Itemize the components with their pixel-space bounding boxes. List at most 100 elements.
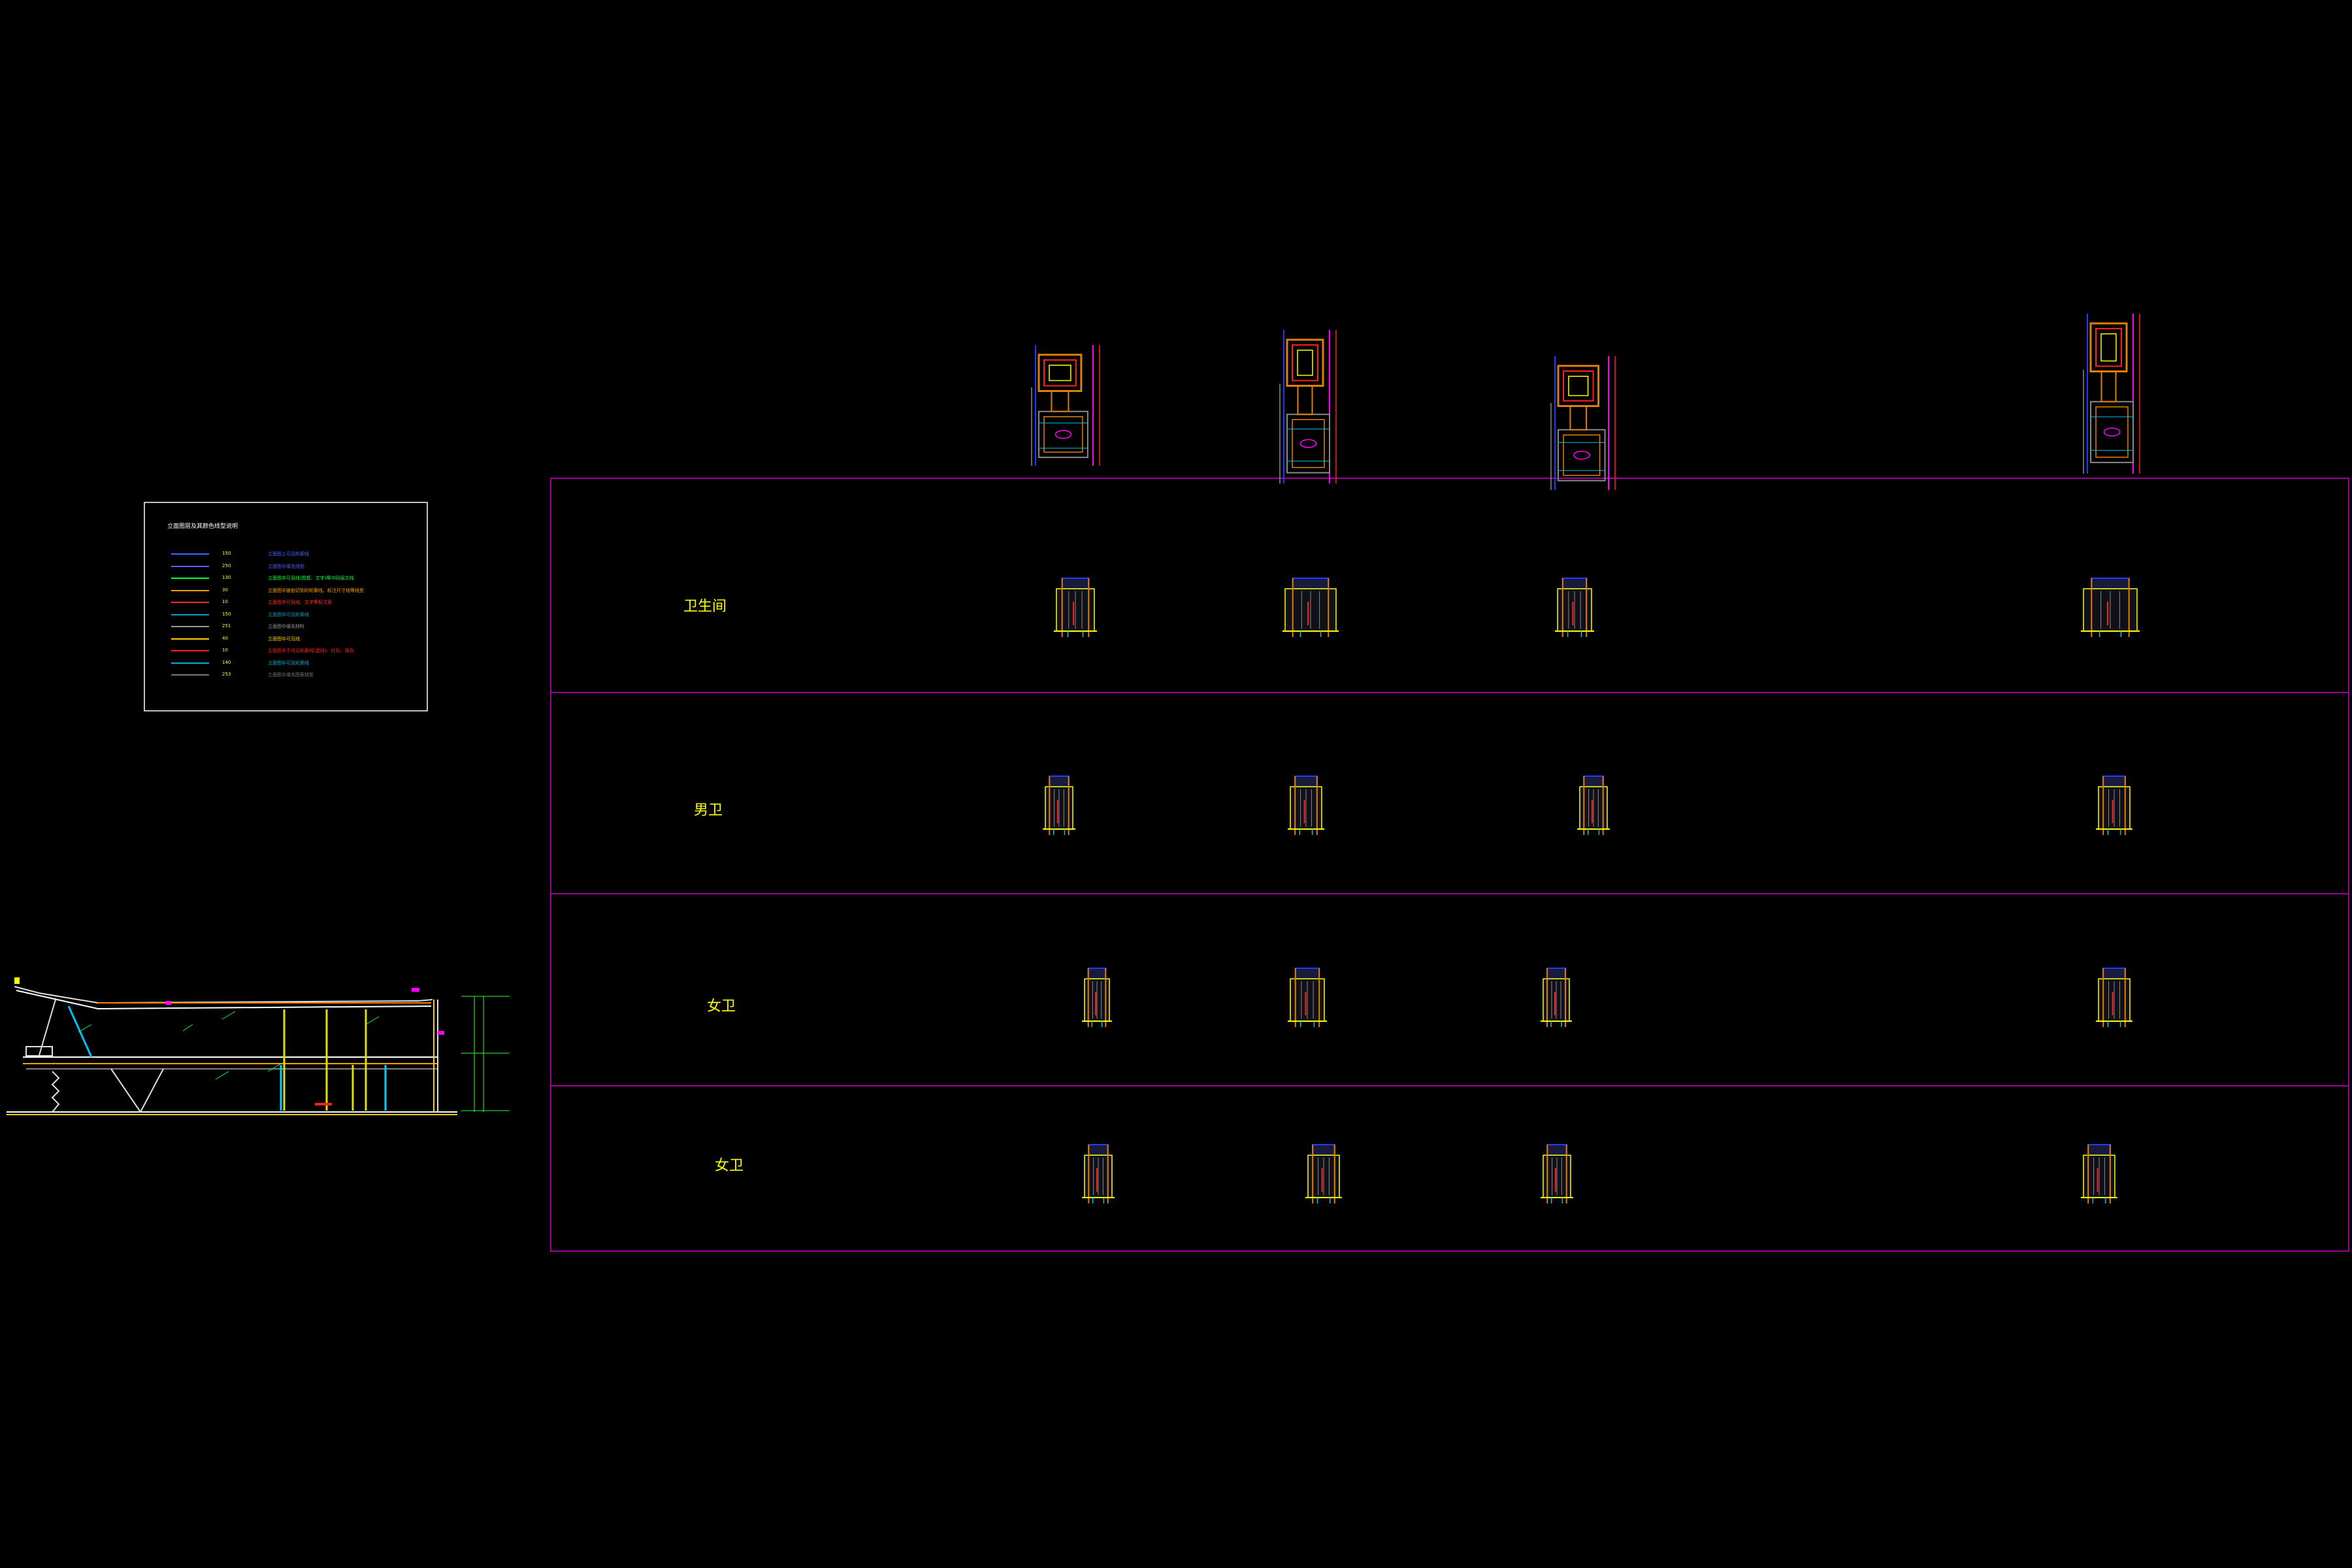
panel-inner — [1043, 416, 1083, 453]
elevation-thumbnail — [2081, 578, 2140, 637]
elevation-thumbnail — [1288, 968, 1327, 1027]
thumb-cap — [1294, 968, 1320, 980]
mullion-core — [1297, 350, 1313, 376]
thumb-cap — [1049, 776, 1070, 788]
elevation-thumbnails — [1043, 578, 2140, 1203]
marker — [438, 1031, 444, 1035]
legend-color-code: 10 — [222, 599, 228, 604]
legend-description: 立面图中可见线(图框、文字)等中间层次线 — [268, 576, 354, 581]
legend-title: 立面图层及其颜色线型说明 — [167, 523, 238, 530]
legend-description: 立面图中可见线、文字等标注层 — [268, 600, 332, 605]
row-label-restroom: 卫生间 — [683, 598, 727, 615]
entry-block — [25, 1046, 53, 1056]
thumb-cap — [1583, 776, 1604, 788]
mullion-inner — [1043, 359, 1077, 387]
mullion-core — [1568, 376, 1589, 397]
elevation-thumbnail — [1305, 1144, 1342, 1203]
legend-color-code: 251 — [222, 623, 231, 629]
leader — [182, 1024, 193, 1032]
mullion-core — [2100, 333, 2117, 362]
fixture-symbol — [2103, 427, 2121, 437]
mullion-inner — [1563, 370, 1594, 402]
elevation-thumbnail — [1082, 1144, 1115, 1203]
thumb-cap — [1292, 578, 1330, 590]
thumb-cap — [1061, 578, 1090, 590]
elevation-thumbnail — [2096, 968, 2132, 1027]
legend-description: 立面图中被剖切到的轮廓线、标注尺寸线等线型 — [268, 587, 364, 593]
legend-color-code: 140 — [222, 659, 231, 665]
thumb-cap — [1312, 1144, 1335, 1156]
elevation-thumbnail — [1577, 776, 1610, 835]
connector — [1051, 390, 1070, 412]
thumb-cap — [1561, 578, 1588, 590]
profile-detail — [2083, 314, 2140, 474]
panel-inner — [1563, 434, 1601, 476]
legend-line-sample — [171, 565, 209, 567]
thumb-cap — [1294, 776, 1318, 788]
table-outer-frame — [550, 478, 2349, 1252]
elevation-thumbnail — [1541, 1144, 1573, 1203]
fixture-symbol — [1299, 439, 1317, 448]
legend-line-sample — [171, 578, 209, 579]
thumb-cap — [1546, 968, 1566, 980]
legend-description: 立面图中可见线 — [268, 636, 300, 642]
legend-line-sample — [171, 602, 209, 603]
legend-color-code: 150 — [222, 551, 231, 556]
legend-line-sample — [171, 626, 209, 627]
stair — [51, 1071, 60, 1113]
legend-color-code: 130 — [222, 575, 231, 580]
leader — [221, 1011, 236, 1020]
connector — [2100, 370, 2117, 402]
mullion-inner — [1292, 344, 1318, 382]
legend-line-sample — [171, 650, 209, 651]
legend-line-sample — [171, 662, 209, 664]
brace — [140, 1068, 164, 1113]
profile-detail — [1550, 356, 1616, 490]
profile-detail — [1279, 330, 1337, 483]
leader — [365, 1016, 380, 1025]
legend-description: 立面图上可见轮廓线 — [268, 551, 309, 557]
thumb-cap — [2102, 968, 2126, 980]
legend-description: 立面图中填充图案线型 — [268, 672, 314, 678]
legend-color-code: 150 — [222, 611, 231, 617]
top-detail-plans — [1031, 314, 2140, 490]
legend-line-sample — [171, 613, 209, 615]
legend-color-code: 40 — [222, 635, 228, 641]
legend-border — [144, 502, 428, 711]
marker — [315, 1103, 332, 1105]
thumb-cap — [1087, 968, 1107, 980]
elevation-thumbnail — [1043, 776, 1075, 835]
mullion-core — [1049, 365, 1071, 382]
fixture-symbol — [1054, 430, 1072, 439]
legend-color-code: 10 — [222, 647, 228, 653]
elevation-thumbnail — [1555, 578, 1594, 637]
profile-detail — [1031, 345, 1100, 466]
elevation-thumbnail — [1288, 776, 1324, 835]
legend-line-sample — [171, 589, 209, 591]
row-label-womens-restroom-2: 女卫 — [715, 1158, 744, 1174]
fixture-symbol — [1573, 450, 1590, 460]
panel-inner — [1292, 419, 1325, 468]
marker — [14, 977, 20, 984]
brace — [39, 999, 56, 1056]
legend-line-sample — [171, 553, 209, 555]
legend-description: 立面图中可见轮廓线 — [268, 660, 309, 666]
row-label-mens-restroom: 男卫 — [694, 802, 723, 819]
thumb-cap — [1088, 1144, 1109, 1156]
marker — [166, 1001, 171, 1005]
legend-description: 立面图中不可见轮廓线(虚线)、红色、填色 — [268, 648, 354, 653]
thumb-cap — [2091, 578, 2130, 590]
roof-line-inner — [16, 990, 432, 1010]
schedule-table — [550, 478, 2349, 1252]
legend-line-sample — [171, 674, 209, 676]
legend-color-code: 253 — [222, 672, 231, 677]
mullion-inner — [2095, 328, 2122, 367]
leader — [78, 1024, 92, 1033]
elevation-thumbnail — [1541, 968, 1572, 1027]
panel-inner — [2095, 406, 2129, 458]
elevation-thumbnail — [2096, 776, 2132, 835]
building-section-elevation — [7, 977, 510, 1115]
leader — [267, 1063, 282, 1072]
legend-description: 立面图中可见轮廓线 — [268, 612, 309, 617]
